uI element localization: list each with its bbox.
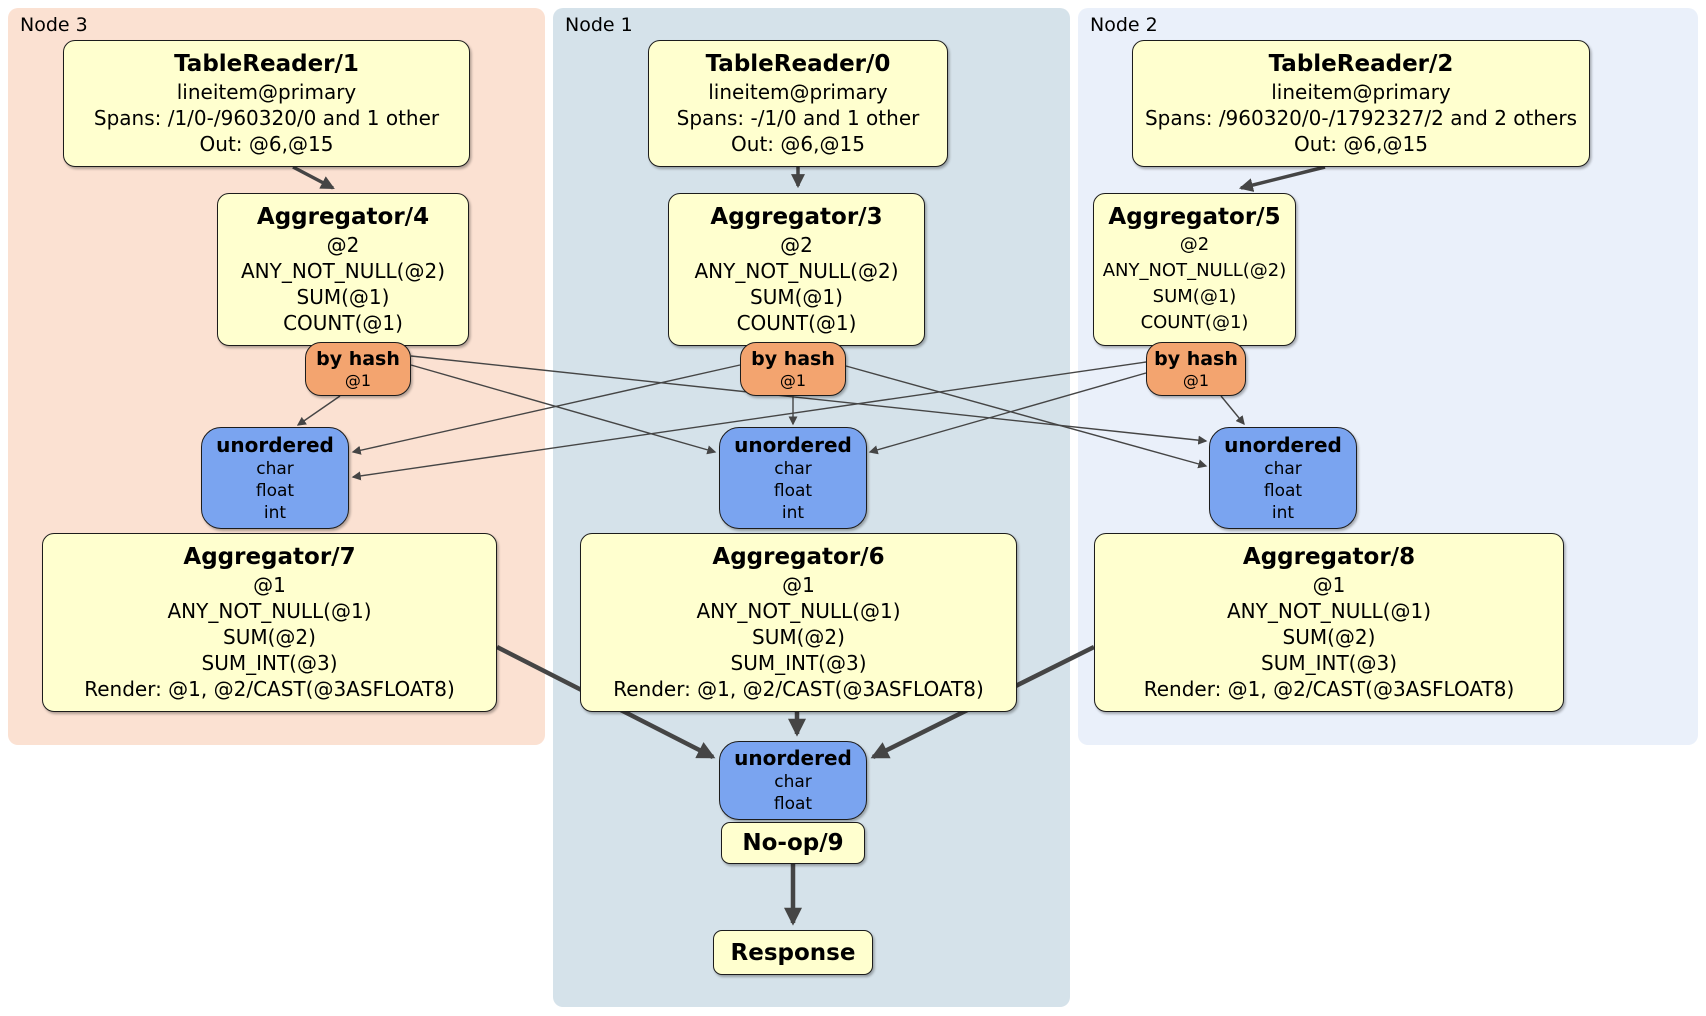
processor-detail: @1 (782, 573, 815, 597)
processor-detail: lineitem@primary (708, 80, 888, 104)
processor-detail: @2 (780, 233, 813, 257)
processor-detail: ANY_NOT_NULL(@2) (1102, 260, 1287, 281)
processor-detail: Render: @1, @2/CAST(@3ASFLOAT8) (613, 677, 984, 701)
response-box: Response (713, 930, 873, 975)
processor-title: Aggregator/4 (256, 204, 430, 230)
processor-tablereader-2: TableReader/2 lineitem@primary Spans: /9… (1132, 40, 1590, 167)
processor-detail: SUM(@2) (223, 625, 316, 649)
processor-title: Aggregator/5 (1108, 204, 1281, 230)
processor-detail: SUM(@2) (1282, 625, 1376, 649)
hash-router-node3: by hash @1 (305, 342, 411, 396)
sync-title: unordered (216, 432, 334, 457)
panel-label-node3: Node 3 (20, 14, 88, 36)
processor-detail: Out: @6,@15 (1294, 132, 1428, 156)
processor-detail: SUM(@2) (752, 625, 845, 649)
processor-aggregator-5: Aggregator/5 @2 ANY_NOT_NULL(@2) SUM(@1)… (1093, 193, 1296, 346)
processor-detail: Out: @6,@15 (199, 132, 334, 156)
sync-unordered-node3: unordered char float int (201, 427, 349, 529)
processor-detail: lineitem@primary (176, 80, 357, 104)
processor-aggregator-6: Aggregator/6 @1 ANY_NOT_NULL(@1) SUM(@2)… (580, 533, 1017, 712)
router-detail: @1 (779, 371, 807, 390)
sync-title: unordered (734, 746, 852, 770)
processor-title: Aggregator/7 (183, 544, 356, 570)
processor-tablereader-1: TableReader/1 lineitem@primary Spans: /1… (63, 40, 470, 167)
processor-detail: SUM_INT(@3) (1261, 651, 1397, 675)
processor-detail: Spans: -/1/0 and 1 other (676, 106, 920, 130)
sync-detail: int (781, 502, 805, 523)
sync-detail: char (774, 772, 812, 792)
processor-title: Aggregator/3 (710, 204, 883, 230)
response-title: Response (730, 939, 856, 966)
processor-aggregator-4: Aggregator/4 @2 ANY_NOT_NULL(@2) SUM(@1)… (217, 193, 469, 346)
sync-unordered-final: unordered char float (719, 741, 867, 820)
router-title: by hash (316, 348, 400, 370)
processor-tablereader-0: TableReader/0 lineitem@primary Spans: -/… (648, 40, 948, 167)
router-detail: @1 (344, 371, 372, 390)
sync-detail: float (773, 794, 813, 814)
sync-detail: char (256, 458, 294, 479)
processor-aggregator-8: Aggregator/8 @1 ANY_NOT_NULL(@1) SUM(@2)… (1094, 533, 1564, 712)
router-title: by hash (1154, 348, 1238, 370)
processor-title: Aggregator/8 (1242, 544, 1416, 570)
panel-label-node1: Node 1 (565, 14, 633, 36)
processor-detail: @2 (1179, 234, 1210, 255)
processor-detail: Render: @1, @2/CAST(@3ASFLOAT8) (84, 677, 455, 701)
processor-aggregator-7: Aggregator/7 @1 ANY_NOT_NULL(@1) SUM(@2)… (42, 533, 497, 712)
processor-title: No-op/9 (742, 830, 844, 856)
processor-detail: COUNT(@1) (283, 311, 403, 335)
processor-detail: COUNT(@1) (1140, 312, 1249, 333)
sync-unordered-node1: unordered char float int (719, 427, 867, 529)
sync-unordered-node2: unordered char float int (1209, 427, 1357, 529)
sync-detail: float (255, 480, 295, 501)
panel-label-node2: Node 2 (1090, 14, 1158, 36)
processor-noop-9: No-op/9 (721, 822, 865, 864)
hash-router-node1: by hash @1 (740, 342, 846, 396)
processor-title: TableReader/2 (1268, 51, 1454, 77)
sync-detail: char (774, 458, 812, 479)
processor-detail: ANY_NOT_NULL(@1) (1227, 599, 1431, 623)
processor-detail: Out: @6,@15 (731, 132, 865, 156)
sync-detail: char (1264, 458, 1302, 479)
processor-detail: ANY_NOT_NULL(@2) (241, 259, 445, 283)
processor-detail: Spans: /1/0-/960320/0 and 1 other (93, 106, 440, 130)
processor-detail: SUM_INT(@3) (201, 651, 338, 675)
sync-title: unordered (734, 432, 852, 457)
hash-router-to-sync-edges (296, 355, 1245, 481)
processor-detail: lineitem@primary (1271, 80, 1451, 104)
processor-detail: SUM(@1) (1152, 286, 1237, 307)
processor-title: TableReader/0 (705, 51, 891, 77)
processor-detail: Render: @1, @2/CAST(@3ASFLOAT8) (1143, 677, 1515, 701)
processor-detail: ANY_NOT_NULL(@2) (694, 259, 899, 283)
router-title: by hash (751, 348, 835, 370)
processor-title: Aggregator/6 (712, 544, 885, 570)
sync-detail: int (263, 502, 287, 523)
processor-detail: Spans: /960320/0-/1792327/2 and 2 others (1144, 106, 1577, 130)
sync-detail: int (1271, 502, 1295, 523)
sync-title: unordered (1224, 432, 1342, 457)
sync-detail: float (1263, 480, 1303, 501)
processor-detail: COUNT(@1) (736, 311, 857, 335)
router-detail: @1 (1182, 371, 1210, 390)
processor-detail: @2 (326, 233, 360, 257)
hash-router-node2: by hash @1 (1146, 342, 1246, 396)
processor-detail: SUM_INT(@3) (730, 651, 867, 675)
sync-detail: float (773, 480, 813, 501)
processor-detail: ANY_NOT_NULL(@1) (696, 599, 901, 623)
processor-title: TableReader/1 (174, 51, 359, 77)
processor-detail: ANY_NOT_NULL(@1) (167, 599, 372, 623)
reader-to-aggregator-edges (292, 165, 1326, 192)
processor-aggregator-3: Aggregator/3 @2 ANY_NOT_NULL(@2) SUM(@1)… (668, 193, 925, 346)
processor-detail: @1 (1312, 573, 1346, 597)
processor-detail: SUM(@1) (750, 285, 843, 309)
processor-detail: SUM(@1) (296, 285, 390, 309)
processor-detail: @1 (253, 573, 286, 597)
